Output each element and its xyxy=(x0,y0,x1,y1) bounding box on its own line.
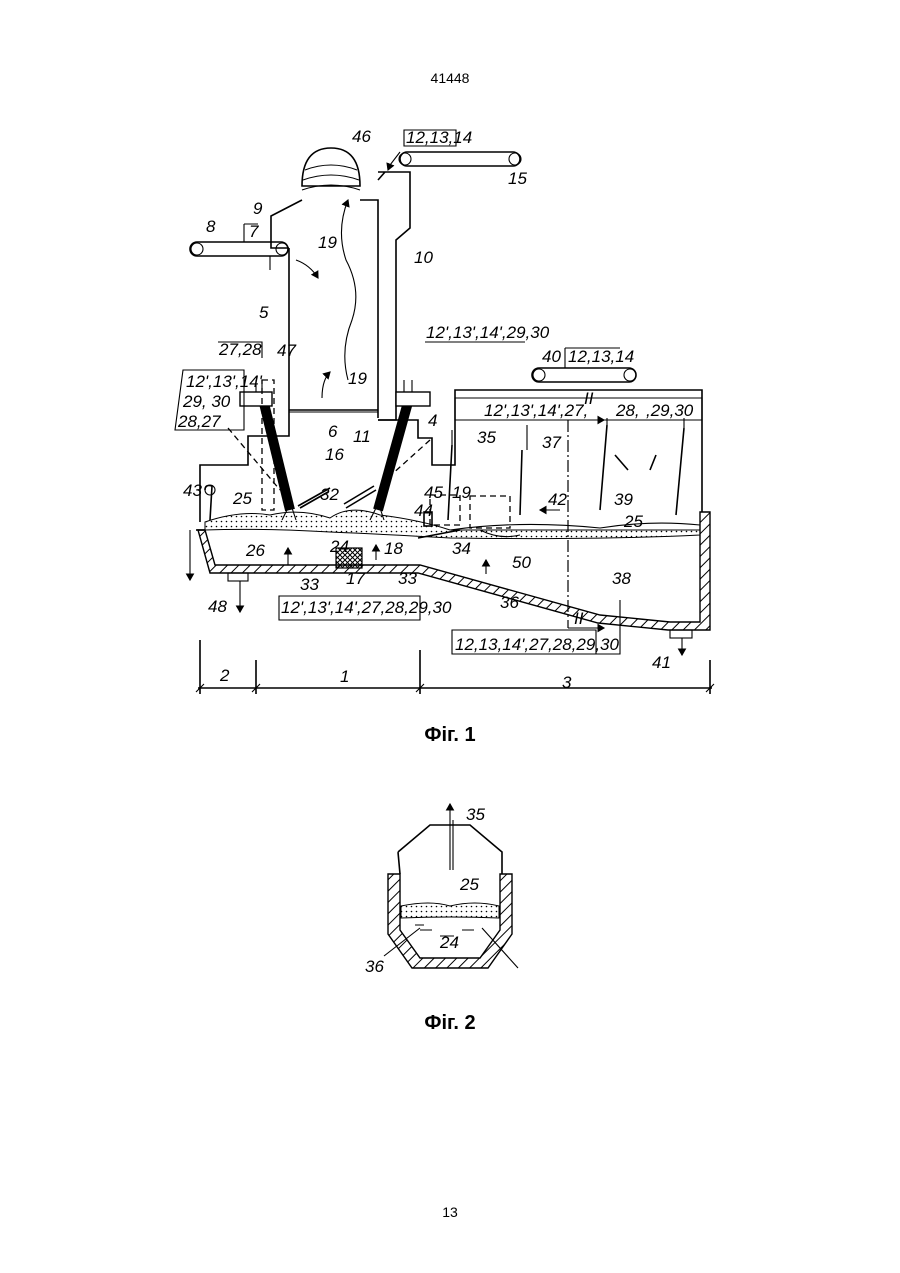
fig2-label-35: 35 xyxy=(466,805,485,824)
label-8: 8 xyxy=(206,217,216,236)
electrode-right xyxy=(370,380,430,520)
label-16: 16 xyxy=(325,445,344,464)
label-41: 41 xyxy=(652,653,671,672)
tap-43 xyxy=(205,486,212,521)
fig2-label-24: 24 xyxy=(439,933,459,952)
label-33b: 33 xyxy=(398,569,417,588)
label-box-top: 12,13,14 xyxy=(406,128,472,147)
label-42: 42 xyxy=(548,490,567,509)
dome-46 xyxy=(302,148,360,190)
zone-label-3: 3 xyxy=(562,673,572,692)
label-5: 5 xyxy=(259,303,269,322)
label-24: 24 xyxy=(329,537,349,556)
label-15: 15 xyxy=(508,169,527,188)
label-43: 43 xyxy=(183,481,202,500)
label-39: 39 xyxy=(614,490,633,509)
label-box-left-b: 29, 30 xyxy=(182,392,231,411)
label-19b: 19 xyxy=(348,369,367,388)
label-box-bottom-right: 12,13,14',27,28,29,30 xyxy=(455,635,619,654)
feeder-10 xyxy=(378,172,410,420)
label-26: 26 xyxy=(245,541,265,560)
page-number-bottom: 13 xyxy=(0,1204,900,1220)
label-box-left-c: 28,27 xyxy=(177,412,221,431)
zone-label-1: 1 xyxy=(340,667,349,686)
gas-flow-19 xyxy=(341,200,355,380)
label-48: 48 xyxy=(208,597,227,616)
label-33a: 33 xyxy=(300,575,319,594)
fig2-label-25: 25 xyxy=(459,875,479,894)
label-47: 47 xyxy=(277,341,296,360)
label-17: 17 xyxy=(346,569,365,588)
label-34: 34 xyxy=(452,539,471,558)
label-25b: 25 xyxy=(623,512,643,531)
label-46: 46 xyxy=(352,127,371,146)
label-roman-top: II xyxy=(584,389,594,408)
label-19a: 19 xyxy=(318,233,337,252)
label-4: 4 xyxy=(428,411,437,430)
label-11: 11 xyxy=(353,427,371,446)
label-6: 6 xyxy=(328,422,338,441)
label-box-electrode: 12',13',14',29,30 xyxy=(426,323,550,342)
label-roman-bottom: II xyxy=(574,609,584,628)
label-32: 32 xyxy=(320,485,339,504)
label-40: 40 xyxy=(542,347,561,366)
conveyor-8 xyxy=(190,224,288,270)
figure-2-caption: Фіг. 2 xyxy=(0,1012,900,1035)
label-box-left-a: 12',13',14' xyxy=(186,372,263,391)
label-44: 44 xyxy=(414,501,433,520)
label-box-zone3-c: ,29,30 xyxy=(646,401,694,420)
lance-32-right xyxy=(346,490,376,508)
label-50: 50 xyxy=(512,553,531,572)
label-box-zone3-a: 12',13',14',27, xyxy=(484,401,588,420)
label-18: 18 xyxy=(384,539,403,558)
label-box-2728: 27,28 xyxy=(218,340,262,359)
label-box-bottom-left: 12',13',14',27,28,29,30 xyxy=(281,598,452,617)
label-7: 7 xyxy=(249,222,259,241)
label-35: 35 xyxy=(477,428,496,447)
label-25a: 25 xyxy=(232,489,252,508)
label-37: 37 xyxy=(542,433,561,452)
label-45: 45 xyxy=(424,483,443,502)
fig2-label-36: 36 xyxy=(365,957,384,976)
label-box-40: 12,13,14 xyxy=(568,347,634,366)
label-9: 9 xyxy=(253,199,263,218)
label-10: 10 xyxy=(414,248,433,267)
label-19c: 19 xyxy=(452,483,471,502)
zone-label-2: 2 xyxy=(219,666,230,685)
label-38: 38 xyxy=(612,569,631,588)
label-box-zone3-b: 28, xyxy=(615,401,640,420)
figure-1-caption: Фіг. 1 xyxy=(0,724,900,747)
label-36: 36 xyxy=(500,593,519,612)
